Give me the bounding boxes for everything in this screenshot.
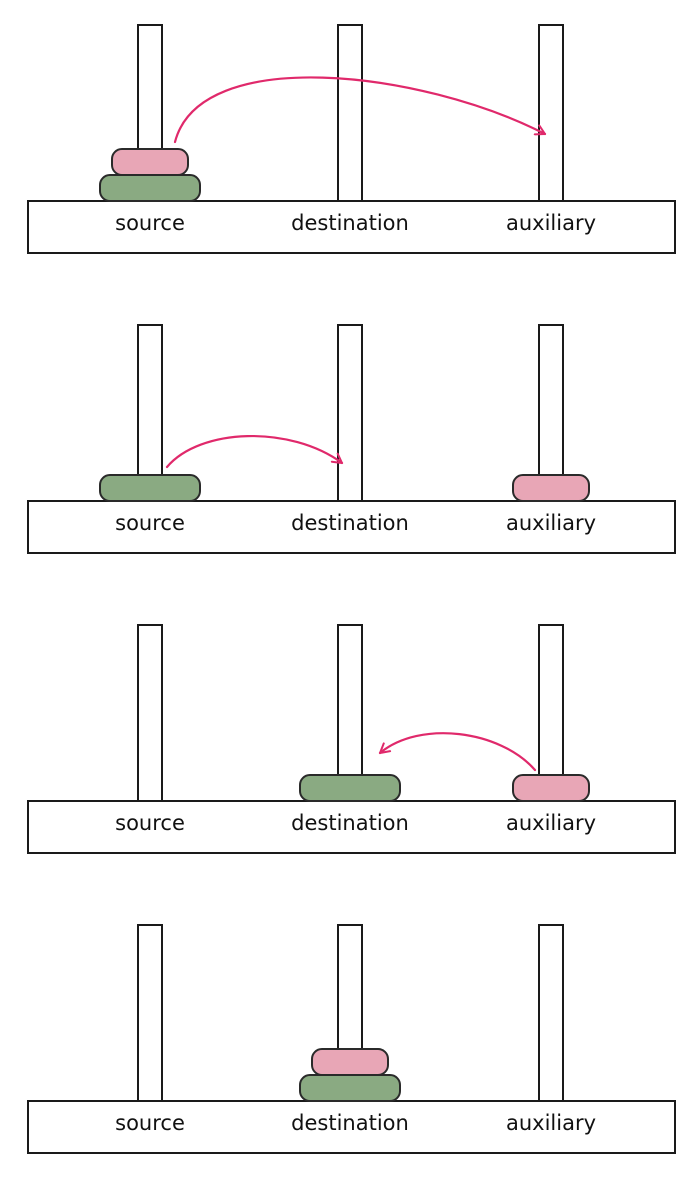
peg-1 [137, 924, 163, 1102]
base-board [27, 500, 676, 554]
peg-2 [337, 24, 363, 202]
base-board [27, 800, 676, 854]
peg-label-source: source [115, 1111, 185, 1135]
peg-label-auxiliary: auxiliary [506, 511, 596, 535]
peg-label-auxiliary: auxiliary [506, 1111, 596, 1135]
step-panel-3: source destination auxiliary [27, 624, 676, 854]
step-panel-2: source destination auxiliary [27, 324, 676, 554]
large-disk [99, 474, 201, 502]
small-disk [512, 474, 590, 502]
large-disk [299, 1074, 401, 1102]
large-disk [99, 174, 201, 202]
peg-label-source: source [115, 211, 185, 235]
move-arrow [173, 76, 547, 144]
peg-3 [538, 24, 564, 202]
peg-label-destination: destination [291, 511, 409, 535]
peg-label-destination: destination [291, 811, 409, 835]
step-panel-4: source destination auxiliary [27, 924, 676, 1154]
peg-2 [337, 624, 363, 802]
small-disk [311, 1048, 389, 1076]
step-panel-1: source destination auxiliary [27, 24, 676, 254]
peg-2 [337, 324, 363, 502]
peg-1 [137, 624, 163, 802]
move-arrow [165, 434, 344, 469]
peg-label-source: source [115, 811, 185, 835]
peg-label-auxiliary: auxiliary [506, 211, 596, 235]
peg-3 [538, 924, 564, 1102]
small-disk [512, 774, 590, 802]
base-board [27, 1100, 676, 1154]
small-disk [111, 148, 189, 176]
base-board [27, 200, 676, 254]
move-arrow [378, 732, 537, 772]
peg-label-auxiliary: auxiliary [506, 811, 596, 835]
peg-3 [538, 624, 564, 802]
large-disk [299, 774, 401, 802]
peg-label-source: source [115, 511, 185, 535]
peg-label-destination: destination [291, 211, 409, 235]
peg-label-destination: destination [291, 1111, 409, 1135]
